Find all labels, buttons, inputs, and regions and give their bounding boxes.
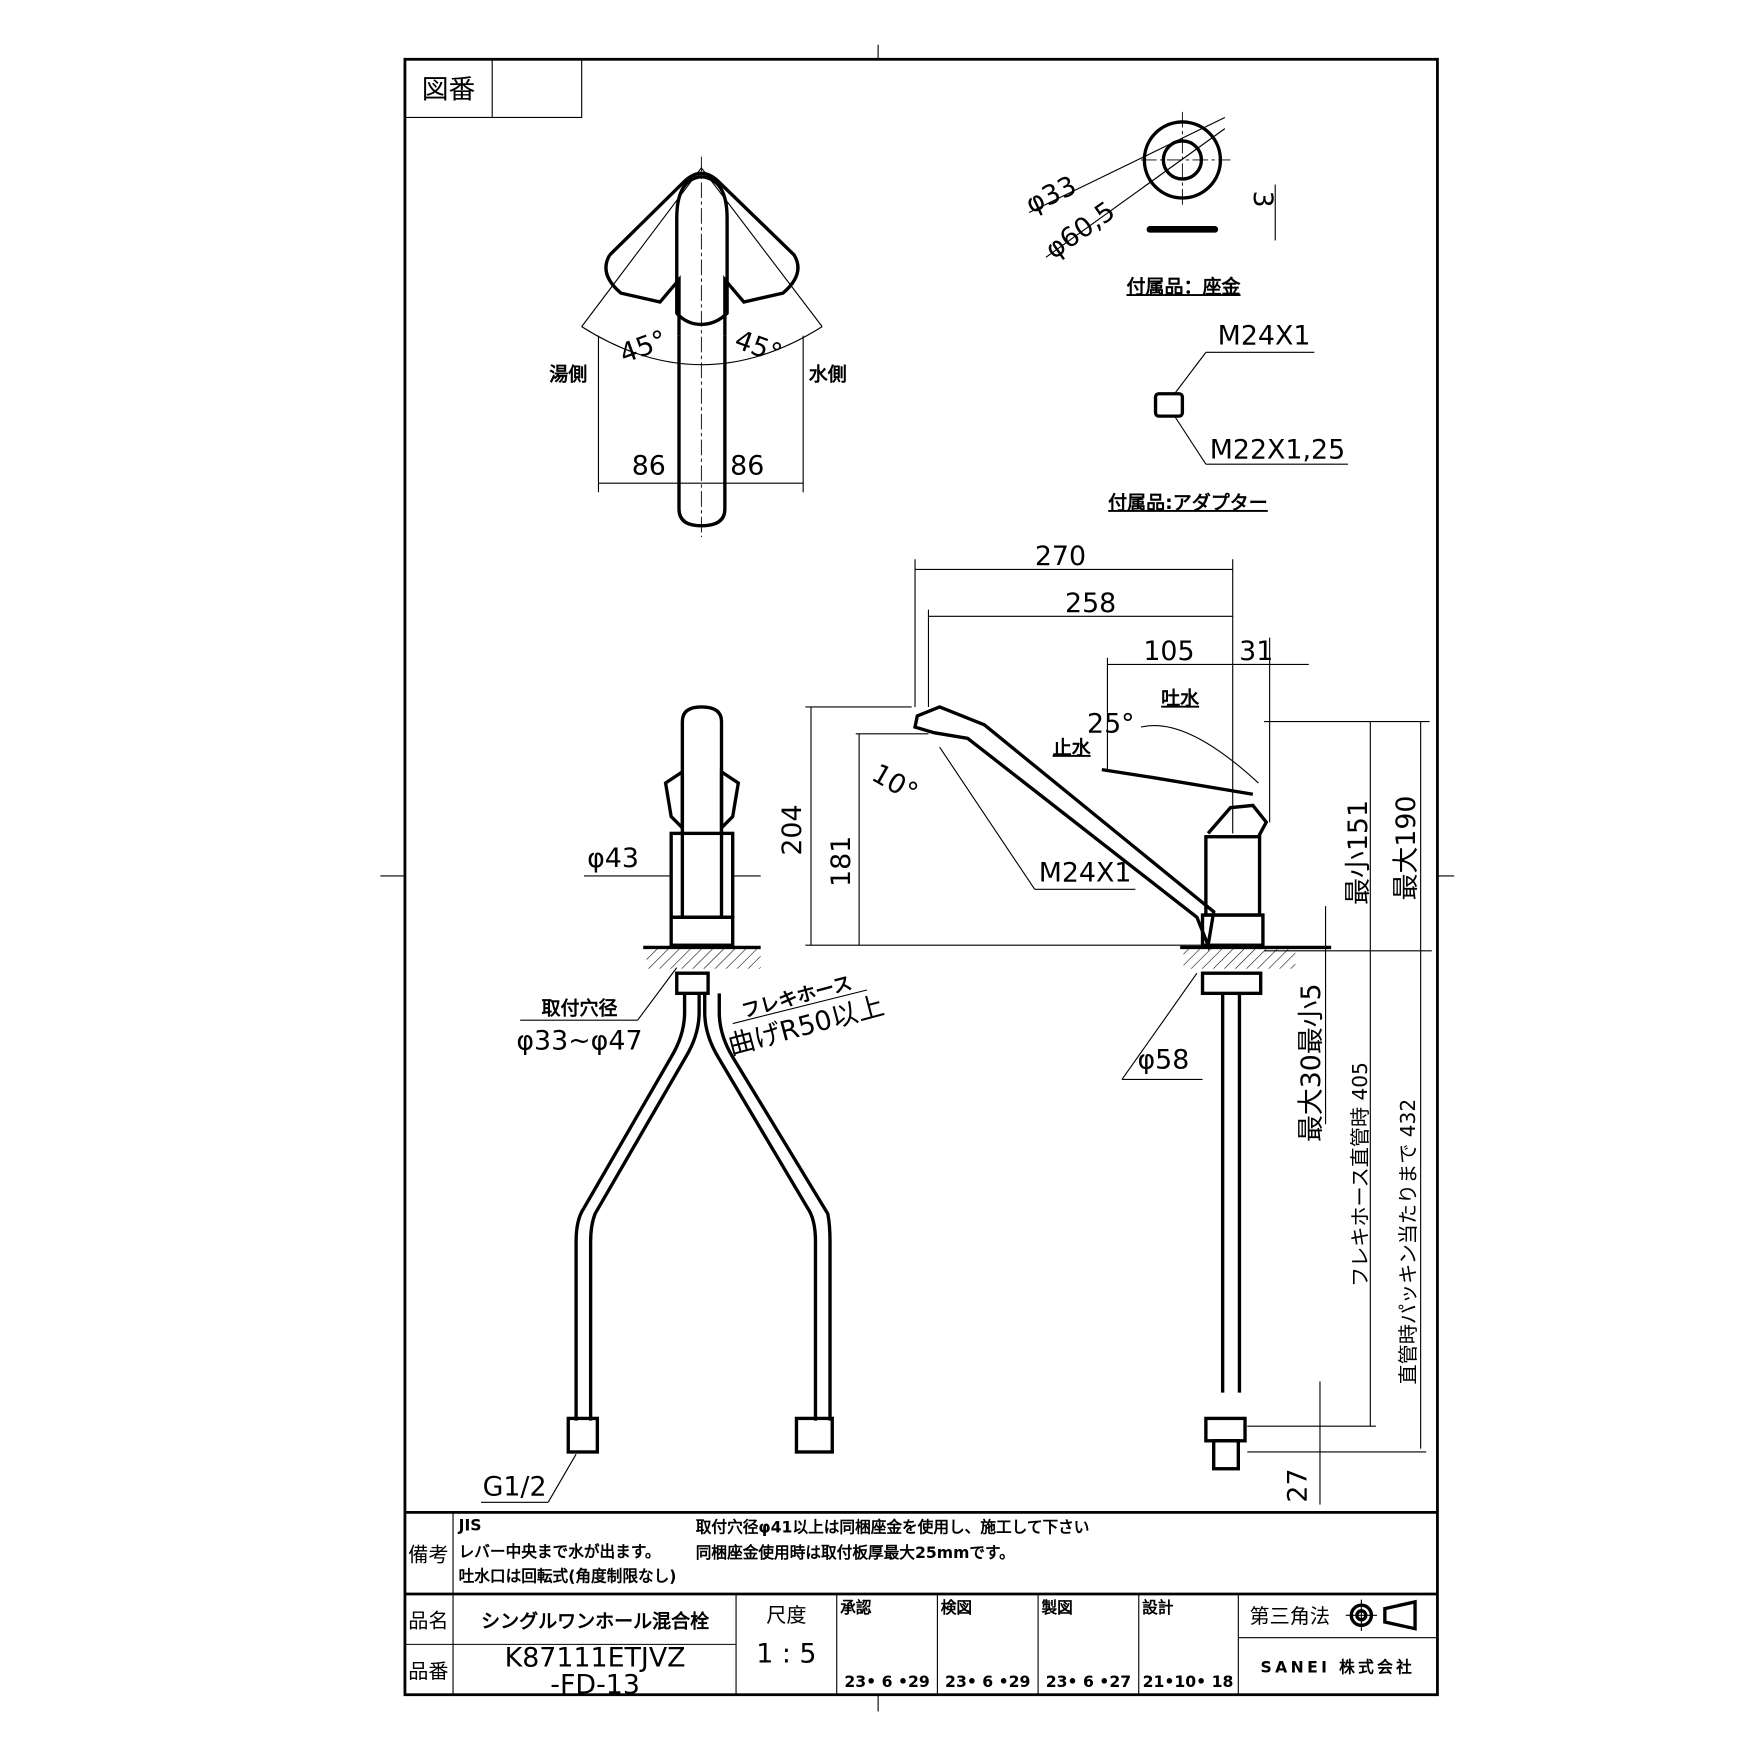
- dim-270: 270: [1035, 541, 1086, 572]
- adapter-thread-top: M24X1: [1218, 321, 1311, 352]
- note-left-2: レバー中央まで水が出ます。: [459, 1542, 661, 1561]
- projection-method: 第三角法: [1250, 1604, 1331, 1628]
- notes-label: 備考: [408, 1543, 448, 1567]
- drawing-border: [403, 57, 1439, 1697]
- checked-date: 23• 6 •29: [945, 1672, 1030, 1691]
- note-right-2: 同梱座金使用時は取付板厚最大25mmです。: [696, 1543, 1015, 1562]
- adapter-caption: 付属品:アダプター: [1108, 491, 1268, 514]
- title-block: 品名 シングルワンホール混合栓 品番 K87111ETJVZ -FD-13 尺度…: [404, 1592, 1438, 1701]
- plate-thickness: 最大30最小5: [1296, 983, 1327, 1142]
- notes-block: 備考 JIS レバー中央まで水が出ます。 吐水口は回転式(角度制限なし) 取付穴…: [404, 1510, 1438, 1695]
- product-name-label: 品名: [408, 1609, 448, 1633]
- adapter-thread-bottom: M22X1,25: [1210, 435, 1345, 466]
- angle-right-label: 45°: [731, 324, 786, 369]
- drawing-number-box: 図番: [404, 58, 583, 119]
- washer-inner-dia: φ33: [1021, 170, 1081, 220]
- approved-label: 承認: [840, 1598, 872, 1617]
- scale-value: 1 : 5: [756, 1638, 816, 1669]
- max-190: 最大190: [1391, 795, 1422, 900]
- scale-label: 尺度: [766, 1603, 806, 1627]
- part-number-line2: -FD-13: [550, 1670, 640, 1701]
- top-view: 45° 45° 湯側 水側 86 86: [549, 156, 847, 537]
- drawing-number-label: 図番: [422, 74, 476, 105]
- center-marks: [380, 44, 1455, 1712]
- dim-31: 31: [1239, 636, 1273, 667]
- third-angle-projection-icon: [1345, 1599, 1417, 1631]
- dim-181: 181: [826, 836, 857, 887]
- front-body-dia: φ43: [587, 843, 639, 874]
- company-name: SANEI 株式会社: [1261, 1657, 1416, 1676]
- spout-stop-label: 止水: [1053, 737, 1092, 759]
- checked-label: 検図: [941, 1598, 972, 1617]
- drawn-label: 製図: [1040, 1598, 1072, 1617]
- cold-side-label: 水側: [809, 363, 847, 385]
- hose-length-432: 直管時パッキン当たりまで 432: [1396, 1099, 1420, 1385]
- dim-105: 105: [1143, 636, 1194, 667]
- min-151: 最小151: [1343, 800, 1374, 905]
- washer-thickness: 3: [1247, 191, 1278, 208]
- note-left-3: 吐水口は回転式(角度制限なし): [459, 1567, 677, 1586]
- dim-left: 86: [632, 450, 666, 481]
- mounting-hole-range: φ33~φ47: [516, 1025, 642, 1056]
- thread-g12: G1/2: [483, 1472, 547, 1503]
- front-view: φ43 取付穴径 φ33~φ47 フレキホース 曲げR50以上 G1/2: [481, 705, 887, 1503]
- washer-detail: φ33 φ60,5 3 付属品：座金: [1021, 111, 1278, 298]
- dim-204: 204: [777, 804, 808, 855]
- drawn-date: 23• 6 •27: [1046, 1672, 1131, 1691]
- adapter-detail: M24X1 M22X1,25 付属品:アダプター: [1108, 321, 1348, 514]
- angle-25: 25°: [1087, 709, 1135, 740]
- design-date: 21•10• 18: [1143, 1672, 1234, 1691]
- dim-right: 86: [730, 450, 764, 481]
- spout-open-label: 吐水: [1161, 688, 1200, 710]
- side-view: 270 258 105 31 25° 吐水 止水 10° M24X1 204 1…: [777, 541, 1432, 1505]
- dim-258: 258: [1065, 588, 1116, 619]
- base-dia-58: φ58: [1137, 1044, 1189, 1075]
- dim-27: 27: [1283, 1468, 1314, 1502]
- note-left-1: JIS: [458, 1515, 482, 1534]
- product-name: シングルワンホール混合栓: [481, 1610, 709, 1633]
- mounting-hole-label: 取付穴径: [541, 997, 617, 1020]
- part-number-line1: K87111ETJVZ: [505, 1643, 686, 1674]
- note-right-1: 取付穴径φ41以上は同梱座金を使用し、施工して下さい: [696, 1518, 1090, 1537]
- approved-date: 23• 6 •29: [844, 1672, 929, 1691]
- part-number-label: 品番: [408, 1659, 448, 1683]
- angle-left-label: 45°: [616, 324, 671, 369]
- angle-10: 10°: [866, 758, 923, 809]
- design-label: 設計: [1142, 1598, 1174, 1617]
- hot-side-label: 湯側: [549, 363, 587, 385]
- spout-thread: M24X1: [1039, 857, 1132, 888]
- hose-length-405: フレキホース直管時 405: [1348, 1062, 1372, 1287]
- washer-caption: 付属品：座金: [1126, 275, 1241, 298]
